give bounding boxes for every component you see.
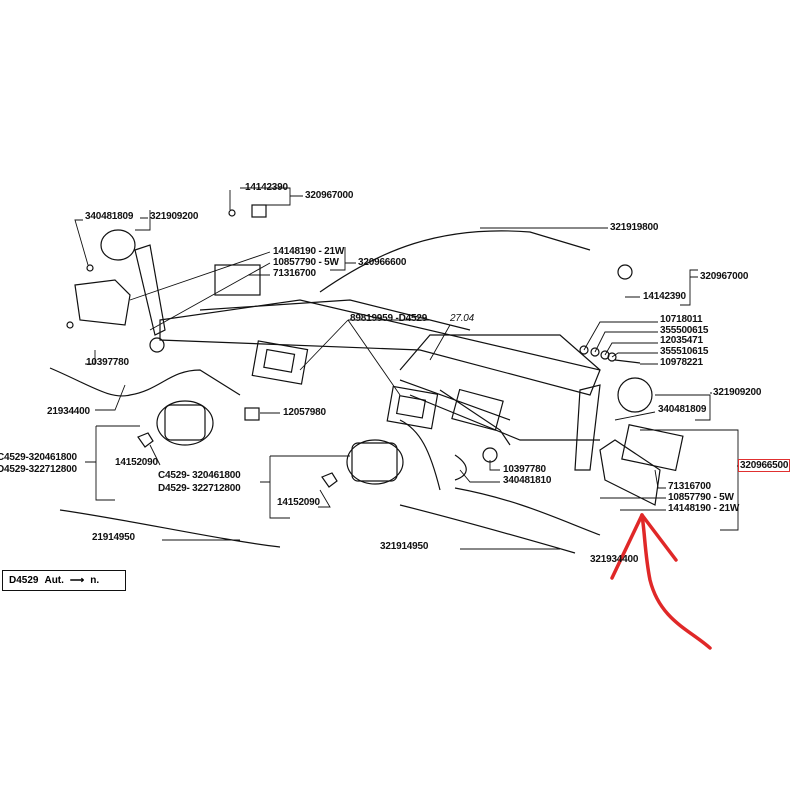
legend-text: Aut. <box>44 575 64 586</box>
part-label: 320967000 <box>700 271 749 282</box>
part-label: 340481809 <box>85 211 134 222</box>
arrow-right-icon: ⟶ <box>69 575 85 586</box>
part-label: 355500615 <box>660 325 709 336</box>
part-label: 320966600 <box>358 257 407 268</box>
model-legend-box: D4529 Aut. ⟶ n. <box>2 570 126 591</box>
part-label: D4529-322712800 <box>0 464 77 475</box>
part-label: 14142390 <box>245 182 288 193</box>
part-label: 10857790 - 5W <box>273 257 339 268</box>
part-label: 14152090 <box>277 497 320 508</box>
part-label: 21934400 <box>47 406 90 417</box>
part-label: 320967000 <box>305 190 354 201</box>
part-label: 321914950 <box>380 541 429 552</box>
plate-lamp-housings <box>251 340 504 431</box>
part-label: 89819959 -D4529 <box>350 313 428 324</box>
part-label: 14148190 - 21W <box>273 246 345 257</box>
part-label: 355510615 <box>660 346 709 357</box>
part-label: 12035471 <box>660 335 703 346</box>
part-label: 10978221 <box>660 357 703 368</box>
headlamps <box>137 400 404 488</box>
part-label: 14142390 <box>643 291 686 302</box>
rear-crossmember <box>159 299 601 446</box>
part-label: C4529-320461800 <box>0 452 77 463</box>
part-label: 10397780 <box>503 464 546 475</box>
part-label: 321934400 <box>590 554 639 565</box>
part-label: 10718011 <box>660 314 703 325</box>
part-label: 321909200 <box>713 387 762 398</box>
part-label: 321919800 <box>610 222 659 233</box>
left-rear-lamp <box>66 204 267 329</box>
harnesses <box>49 230 601 554</box>
part-label: 71316700 <box>668 481 711 492</box>
part-label: 14152090 <box>115 457 158 468</box>
part-label: 21914950 <box>92 532 135 543</box>
part-label: C4529- 320461800 <box>158 470 241 481</box>
part-label: 10857790 - 5W <box>668 492 734 503</box>
highlight-arrow <box>610 513 712 650</box>
reference-number: 27.04 <box>450 313 475 324</box>
part-label: 340481809 <box>658 404 707 415</box>
part-label: 10397780 <box>86 357 129 368</box>
part-label: 14148190 - 21W <box>668 503 740 514</box>
part-label: 321909200 <box>150 211 199 222</box>
part-label: 71316700 <box>273 268 316 279</box>
part-label: D4529- 322712800 <box>158 483 241 494</box>
part-label: 340481810 <box>503 475 552 486</box>
part-label: 12057980 <box>283 407 326 418</box>
legend-suffix: n. <box>90 575 100 586</box>
legend-model: D4529 <box>9 575 39 586</box>
leader-lines <box>74 187 739 550</box>
highlighted-part-label: 320966500 <box>738 459 791 472</box>
left-bracket <box>134 244 601 471</box>
